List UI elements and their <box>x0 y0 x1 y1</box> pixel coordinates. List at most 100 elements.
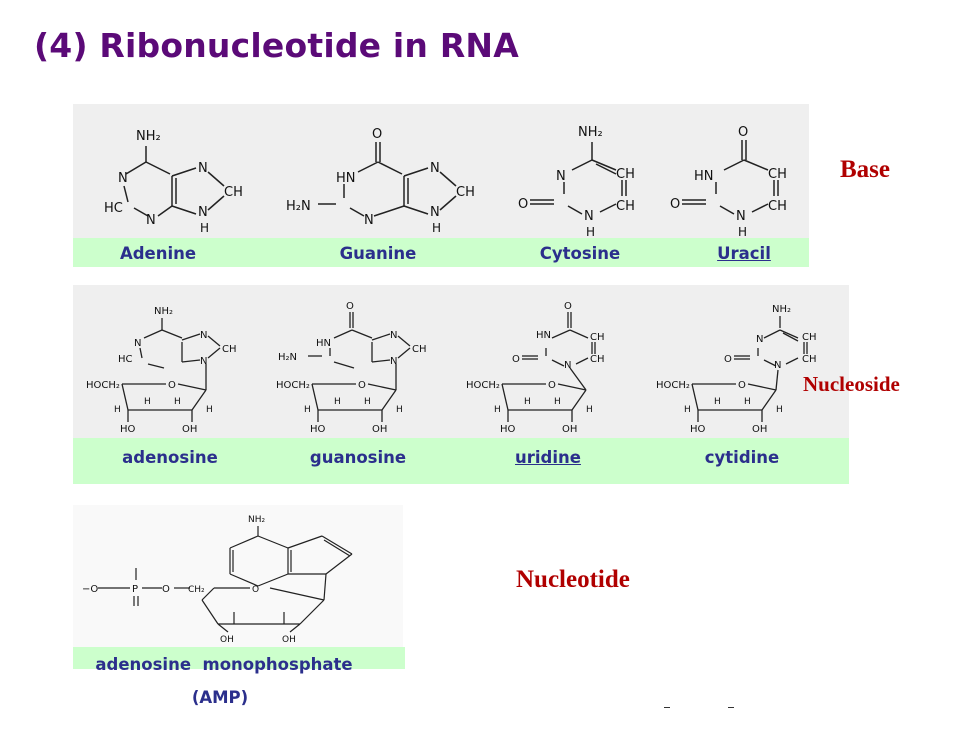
guanosine-h1-label: H <box>304 405 311 415</box>
cytidine-hoch2-label: HOCH₂ <box>656 380 690 391</box>
adenosine-h2-label: H <box>144 397 151 407</box>
adenosine-n1-label: N <box>134 338 141 349</box>
adenosine-ring-o-label: O <box>168 380 176 391</box>
adenosine-h4-label: H <box>206 405 213 415</box>
cytosine-label: Cytosine <box>539 244 621 263</box>
adenosine-h3-label: H <box>174 397 181 407</box>
uridine-h4-label: H <box>586 405 593 415</box>
cytidine-n-label: N <box>756 334 763 345</box>
uracil-label[interactable]: Uracil <box>717 244 771 263</box>
adenosine-n7-label: N <box>200 330 207 341</box>
guanine-label: Guanine <box>339 244 417 263</box>
uridine-hn-label: HN <box>536 330 551 341</box>
amp-o-minus-label: −O <box>82 584 98 595</box>
cytosine-structure: NH₂ N CH O N CH H <box>518 125 635 239</box>
adenine-structure: NH₂ N HC N N CH N H <box>104 129 243 235</box>
uridine-h3-label: H <box>554 397 561 407</box>
guanosine-structure: O HN H₂N N CH N HOCH₂ O H H H H HO OH <box>276 301 427 435</box>
adenosine-ho-label: HO <box>120 424 136 435</box>
uridine-label[interactable]: uridine <box>515 448 581 467</box>
amp-bridge-o-label: O <box>162 584 170 595</box>
cytidine-h4-label: H <box>776 405 783 415</box>
nucleotide-section-label: Nucleotide <box>516 566 630 593</box>
amp-ch2-label: CH₂ <box>188 585 205 595</box>
guanine-o-label: O <box>372 127 382 142</box>
adenosine-h1-label: H <box>114 405 121 415</box>
guanosine-o-label: O <box>346 301 354 312</box>
guanine-n7-label: N <box>430 161 440 176</box>
guanosine-h4-label: H <box>396 405 403 415</box>
guanosine-n9-label: N <box>390 356 397 367</box>
adenosine-oh-label: OH <box>182 424 197 435</box>
footer-dash-left <box>664 707 670 708</box>
guanine-h2n-label: H₂N <box>286 199 311 214</box>
amp-label-line1: adenosine monophosphate <box>95 655 353 674</box>
nucleotide-panel <box>73 505 403 647</box>
base-section-label: Base <box>840 156 890 183</box>
cytosine-ch-bottom-label: CH <box>616 199 635 214</box>
guanine-n9-label: N <box>430 205 440 220</box>
adenine-n3-label: N <box>146 213 156 228</box>
guanine-h-label: H <box>432 221 441 235</box>
cytosine-ch-top-label: CH <box>616 167 635 182</box>
cytidine-ch-bottom-label: CH <box>802 354 817 365</box>
uridine-n1-label: N <box>564 360 571 371</box>
cytidine-ch-top-label: CH <box>802 332 817 343</box>
guanosine-ring-o-label: O <box>358 380 366 391</box>
uracil-o2-label: O <box>670 197 680 212</box>
uridine-o2-label: O <box>512 354 520 365</box>
adenosine-ch-label: CH <box>222 344 237 355</box>
bases-panel <box>73 104 809 238</box>
uridine-h1-label: H <box>494 405 501 415</box>
guanine-hn-label: HN <box>336 171 356 186</box>
adenosine-nh2-label: NH₂ <box>154 306 173 317</box>
cytidine-nh2-label: NH₂ <box>772 304 791 315</box>
guanine-structure: O HN H₂N N N CH N H <box>286 127 475 235</box>
amp-oh-right-label: OH <box>282 635 296 645</box>
cytidine-ring-o-label: O <box>738 380 746 391</box>
cytosine-o-label: O <box>518 197 528 212</box>
adenine-hc-label: HC <box>104 201 123 216</box>
uridine-oh-label: OH <box>562 424 577 435</box>
amp-structure: NH₂ CH₂ O −O P O OH OH <box>82 515 353 645</box>
adenosine-label: adenosine <box>122 448 218 467</box>
adenosine-hoch2-label: HOCH₂ <box>86 380 120 391</box>
guanine-ch-label: CH <box>456 185 475 200</box>
nucleosides-label-bar <box>73 438 849 484</box>
uridine-ring-o-label: O <box>548 380 556 391</box>
amp-p-label: P <box>132 584 138 595</box>
amp-oh-left-label: OH <box>220 635 234 645</box>
uridine-h2-label: H <box>524 397 531 407</box>
guanosine-oh-label: OH <box>372 424 387 435</box>
uridine-ho-label: HO <box>500 424 516 435</box>
uracil-structure: O HN CH O N CH H <box>670 125 787 239</box>
guanosine-h2n-label: H₂N <box>278 352 297 363</box>
nucleotide-label-bar <box>73 647 405 669</box>
guanine-n3-label: N <box>364 213 374 228</box>
cytidine-label: cytidine <box>704 448 780 467</box>
adenine-n1-label: N <box>118 171 128 186</box>
uridine-hoch2-label: HOCH₂ <box>466 380 500 391</box>
cytosine-nh2-label: NH₂ <box>578 125 603 140</box>
uracil-ch-top-label: CH <box>768 167 787 182</box>
guanosine-h3-label: H <box>364 397 371 407</box>
uracil-hn-label: HN <box>694 169 714 184</box>
adenosine-n9-label: N <box>200 356 207 367</box>
guanosine-hn-label: HN <box>316 338 331 349</box>
page-title: (4) Ribonucleotide in RNA <box>34 26 519 65</box>
nucleosides-panel <box>73 285 849 438</box>
cytosine-h-label: H <box>586 225 595 239</box>
uracil-h-label: H <box>738 225 747 239</box>
cytidine-oh-label: OH <box>752 424 767 435</box>
guanosine-hoch2-label: HOCH₂ <box>276 380 310 391</box>
uracil-n1-label: N <box>736 209 746 224</box>
cytidine-o-label: O <box>724 354 732 365</box>
nucleoside-section-label: Nucleoside <box>803 372 900 396</box>
guanosine-n7-label: N <box>390 330 397 341</box>
uridine-o-label: O <box>564 301 572 312</box>
adenine-n7-label: N <box>198 161 208 176</box>
uridine-ch-top-label: CH <box>590 332 605 343</box>
bases-label-bar <box>73 238 809 267</box>
adenine-label: Adenine <box>119 244 197 263</box>
cytidine-n1-label: N <box>774 360 781 371</box>
